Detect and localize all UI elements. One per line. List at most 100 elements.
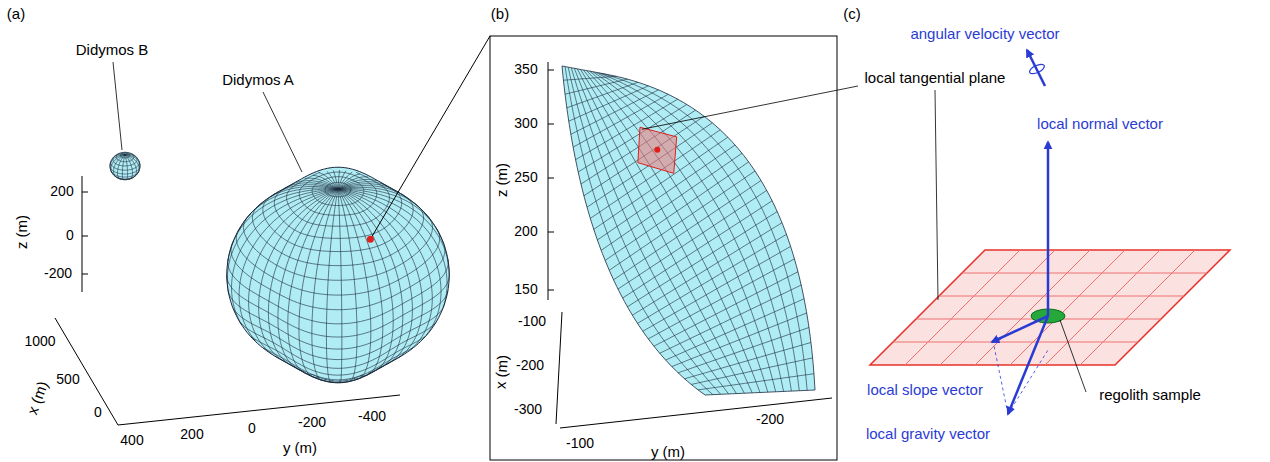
- mesh-line: [284, 183, 338, 189]
- tick-label: 200: [514, 224, 537, 239]
- mesh-line: [299, 189, 338, 377]
- mesh-line: [227, 189, 338, 294]
- plane-grid: [939, 296, 1184, 297]
- projection-line: [994, 346, 1008, 414]
- mesh-line: [605, 162, 749, 261]
- tick-label: 500: [56, 372, 79, 387]
- body-outline: [227, 167, 450, 383]
- tick-label: -200: [516, 358, 544, 373]
- mesh-line: [685, 342, 811, 378]
- axis-tick: [548, 232, 554, 233]
- plane-grid: [1080, 250, 1195, 365]
- mesh-line: [125, 155, 136, 158]
- mesh-line: [618, 190, 767, 289]
- mesh-line: [568, 67, 721, 394]
- axis-title: x (m): [493, 354, 512, 389]
- leader-line: [1060, 320, 1086, 392]
- axis-line: [548, 62, 549, 300]
- tick-label: -200: [756, 412, 784, 427]
- mesh-line: [571, 90, 659, 134]
- projection-line: [1008, 350, 1048, 414]
- mesh-line: [590, 71, 776, 392]
- didymos-panel: [55, 36, 490, 425]
- tick-label: -100: [566, 436, 594, 451]
- tick-label: 150: [514, 282, 537, 297]
- leader-line: [935, 90, 938, 300]
- mesh-line: [122, 153, 125, 155]
- mesh-line: [118, 155, 126, 179]
- mesh-line: [563, 76, 616, 80]
- tick-label: -300: [514, 402, 542, 417]
- axis-title: x (m): [24, 379, 51, 417]
- mesh-line: [691, 358, 812, 385]
- mesh-line: [118, 154, 125, 155]
- zoom-frame: [490, 36, 837, 460]
- vector-label: local normal vector: [1037, 116, 1163, 133]
- axis-title: z (m): [494, 163, 511, 197]
- axis-tick: [548, 178, 554, 179]
- zoom-line: [370, 36, 490, 239]
- mesh-line: [565, 79, 627, 94]
- leader-lines: [113, 62, 1086, 392]
- tangential-plane: [638, 127, 677, 173]
- panel-label: (b): [491, 6, 509, 23]
- mesh-line: [577, 69, 744, 393]
- mesh-line: [232, 189, 338, 324]
- mesh-line: [584, 70, 761, 393]
- body-label: Didymos B: [76, 42, 149, 59]
- mesh-line: [627, 212, 777, 307]
- tick-label: 0: [94, 405, 102, 420]
- tick-label: 200: [50, 184, 73, 199]
- tick-label: 400: [120, 433, 143, 448]
- normal-vector: [1047, 142, 1050, 316]
- mesh-line: [251, 337, 425, 376]
- tick-label: 1000: [24, 334, 55, 349]
- axis-tick: [82, 274, 88, 275]
- mesh-line: [288, 189, 338, 374]
- mesh-line: [110, 155, 125, 166]
- site-dot: [367, 236, 374, 243]
- mesh-line: [338, 189, 393, 373]
- mesh-line: [338, 189, 342, 383]
- axis-tick: [548, 290, 554, 291]
- axis-tick: [82, 236, 88, 237]
- callout-label: local tangential plane: [865, 70, 1006, 87]
- axis-title: z (m): [14, 215, 31, 249]
- tick-label: 250: [514, 170, 537, 185]
- mesh-line: [313, 175, 338, 189]
- mesh-line: [632, 223, 782, 315]
- mesh-line: [654, 272, 798, 346]
- plane-grid: [940, 250, 1055, 365]
- plane-grid: [1010, 250, 1125, 365]
- axis-line: [556, 312, 562, 424]
- body-outline: [110, 152, 140, 179]
- mesh-line: [698, 374, 814, 390]
- mesh-line: [574, 68, 736, 393]
- mesh-line: [278, 189, 338, 371]
- tick-label: -200: [298, 415, 326, 430]
- mesh-line: [276, 357, 400, 382]
- vector-label: local slope vector: [867, 382, 983, 399]
- leader-line: [263, 92, 302, 172]
- panel-label: (c): [843, 6, 861, 23]
- surface-panel: [490, 36, 837, 460]
- plane-grid: [975, 250, 1090, 365]
- mesh-line: [338, 187, 429, 218]
- mesh-line: [111, 155, 125, 175]
- mesh-line: [239, 188, 338, 230]
- tick-label: -400: [358, 409, 386, 424]
- callout-label: regolith sample: [1099, 387, 1201, 404]
- mesh-line: [313, 375, 363, 382]
- mesh-line: [338, 189, 443, 242]
- plane-grid: [893, 342, 1138, 343]
- mesh-line: [228, 259, 448, 324]
- mesh-line: [122, 155, 125, 180]
- mesh-line: [638, 234, 787, 323]
- mesh-line: [333, 170, 338, 189]
- didymos-a-mesh: [227, 167, 450, 383]
- mesh-line: [228, 189, 338, 261]
- angular-velocity-vector: [1027, 50, 1045, 86]
- gravity-vector: [1008, 316, 1048, 414]
- mesh-line: [125, 155, 136, 178]
- mesh-line: [338, 189, 412, 364]
